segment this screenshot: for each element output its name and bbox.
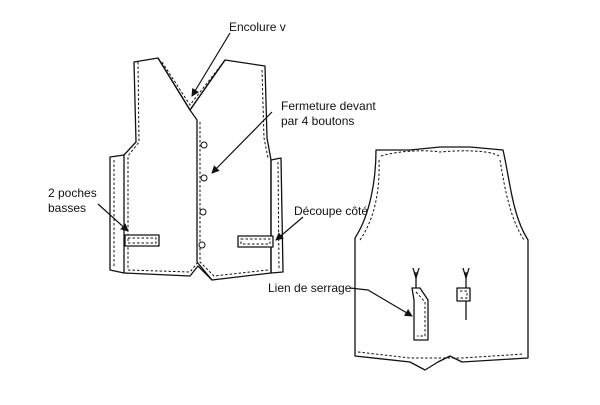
- label-side-cut: Découpe côté: [294, 204, 369, 218]
- left-pocket: [124, 234, 160, 247]
- label-front-closure-line-2: par 4 boutons: [281, 114, 355, 128]
- label-pockets-line-1: 2 poches: [48, 186, 97, 200]
- button-3: [199, 208, 207, 216]
- label-front-closure-line-1: Fermeture devant: [281, 99, 376, 113]
- front-body-outline: [109, 57, 284, 281]
- label-tie: Lien de serrage: [268, 281, 352, 295]
- vest-back-view: [349, 146, 529, 371]
- back-tie-straps: [411, 267, 471, 341]
- front-pockets: [124, 234, 274, 248]
- button-4: [198, 241, 206, 249]
- left-tie: [411, 287, 429, 341]
- right-pocket: [237, 235, 274, 248]
- back-seams: [357, 150, 525, 359]
- label-v-neck: Encolure v: [229, 20, 286, 34]
- back-body-outline: [354, 146, 529, 371]
- button-1: [200, 141, 208, 149]
- vest-front-view: [97, 32, 304, 281]
- front-seams: [113, 61, 280, 277]
- front-buttons: [198, 141, 208, 249]
- back-arrows: [349, 287, 413, 317]
- front-arrows: [97, 32, 304, 241]
- button-2: [200, 174, 208, 182]
- label-pockets-line-2: basses: [48, 201, 87, 215]
- right-tie: [456, 287, 471, 302]
